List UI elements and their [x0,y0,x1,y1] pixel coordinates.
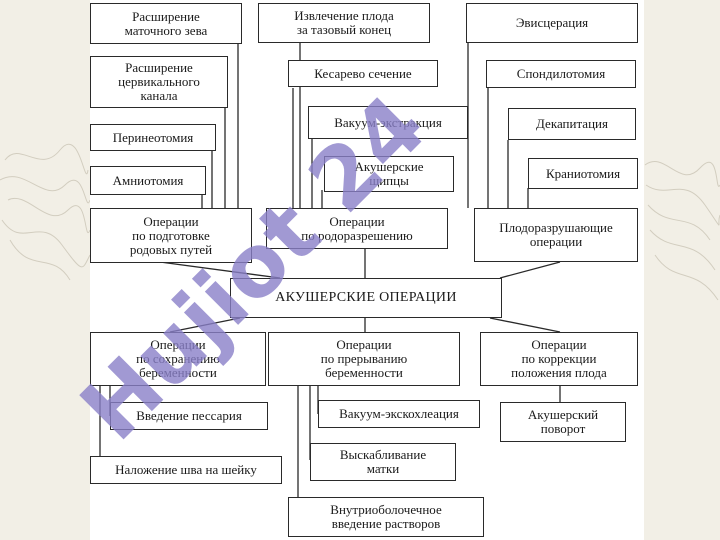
item-perineotomy: Перинеотомия [90,124,216,151]
item-caesarean: Кесарево сечение [288,60,438,87]
item-breech-extraction: Извлечение плода за тазовый конец [258,3,430,43]
item-curettage: Выскабливание матки [310,443,456,481]
item-pessary: Введение пессария [110,402,268,430]
item-cervix-dilation: Расширение маточного зева [90,3,242,44]
item-intra-amniotic: Внутриоболочечное введение растворов [288,497,484,537]
group-prep: Операции по подготовке родовых путей [90,208,252,263]
item-version: Акушерский поворот [500,402,626,442]
item-spondylotomy: Спондилотомия [486,60,636,88]
group-delivery: Операции по родоразрешению [266,208,448,249]
central-node: АКУШЕРСКИЕ ОПЕРАЦИИ [230,278,502,318]
group-preserve: Операции по сохранению беременности [90,332,266,386]
item-evisceration: Эвисцерация [466,3,638,43]
diagram-slide: Расширение маточного зева Расширение цер… [90,0,644,540]
item-forceps: Акушерские щипцы [324,156,454,192]
group-terminate: Операции по прерыванию беременности [268,332,460,386]
item-decapitation: Декапитация [508,108,636,140]
group-correct: Операции по коррекции положения плода [480,332,638,386]
item-cervical-suture: Наложение шва на шейку [90,456,282,484]
item-vacuum-extraction: Вакуум-экстракция [308,106,468,139]
item-amniotomy: Амниотомия [90,166,206,195]
item-cervical-canal-dilation: Расширение цервикального канала [90,56,228,108]
item-vacuum-excochleation: Вакуум-экскохлеация [318,400,480,428]
group-destructive: Плодоразрушающие операции [474,208,638,262]
item-craniotomy: Краниотомия [528,158,638,189]
